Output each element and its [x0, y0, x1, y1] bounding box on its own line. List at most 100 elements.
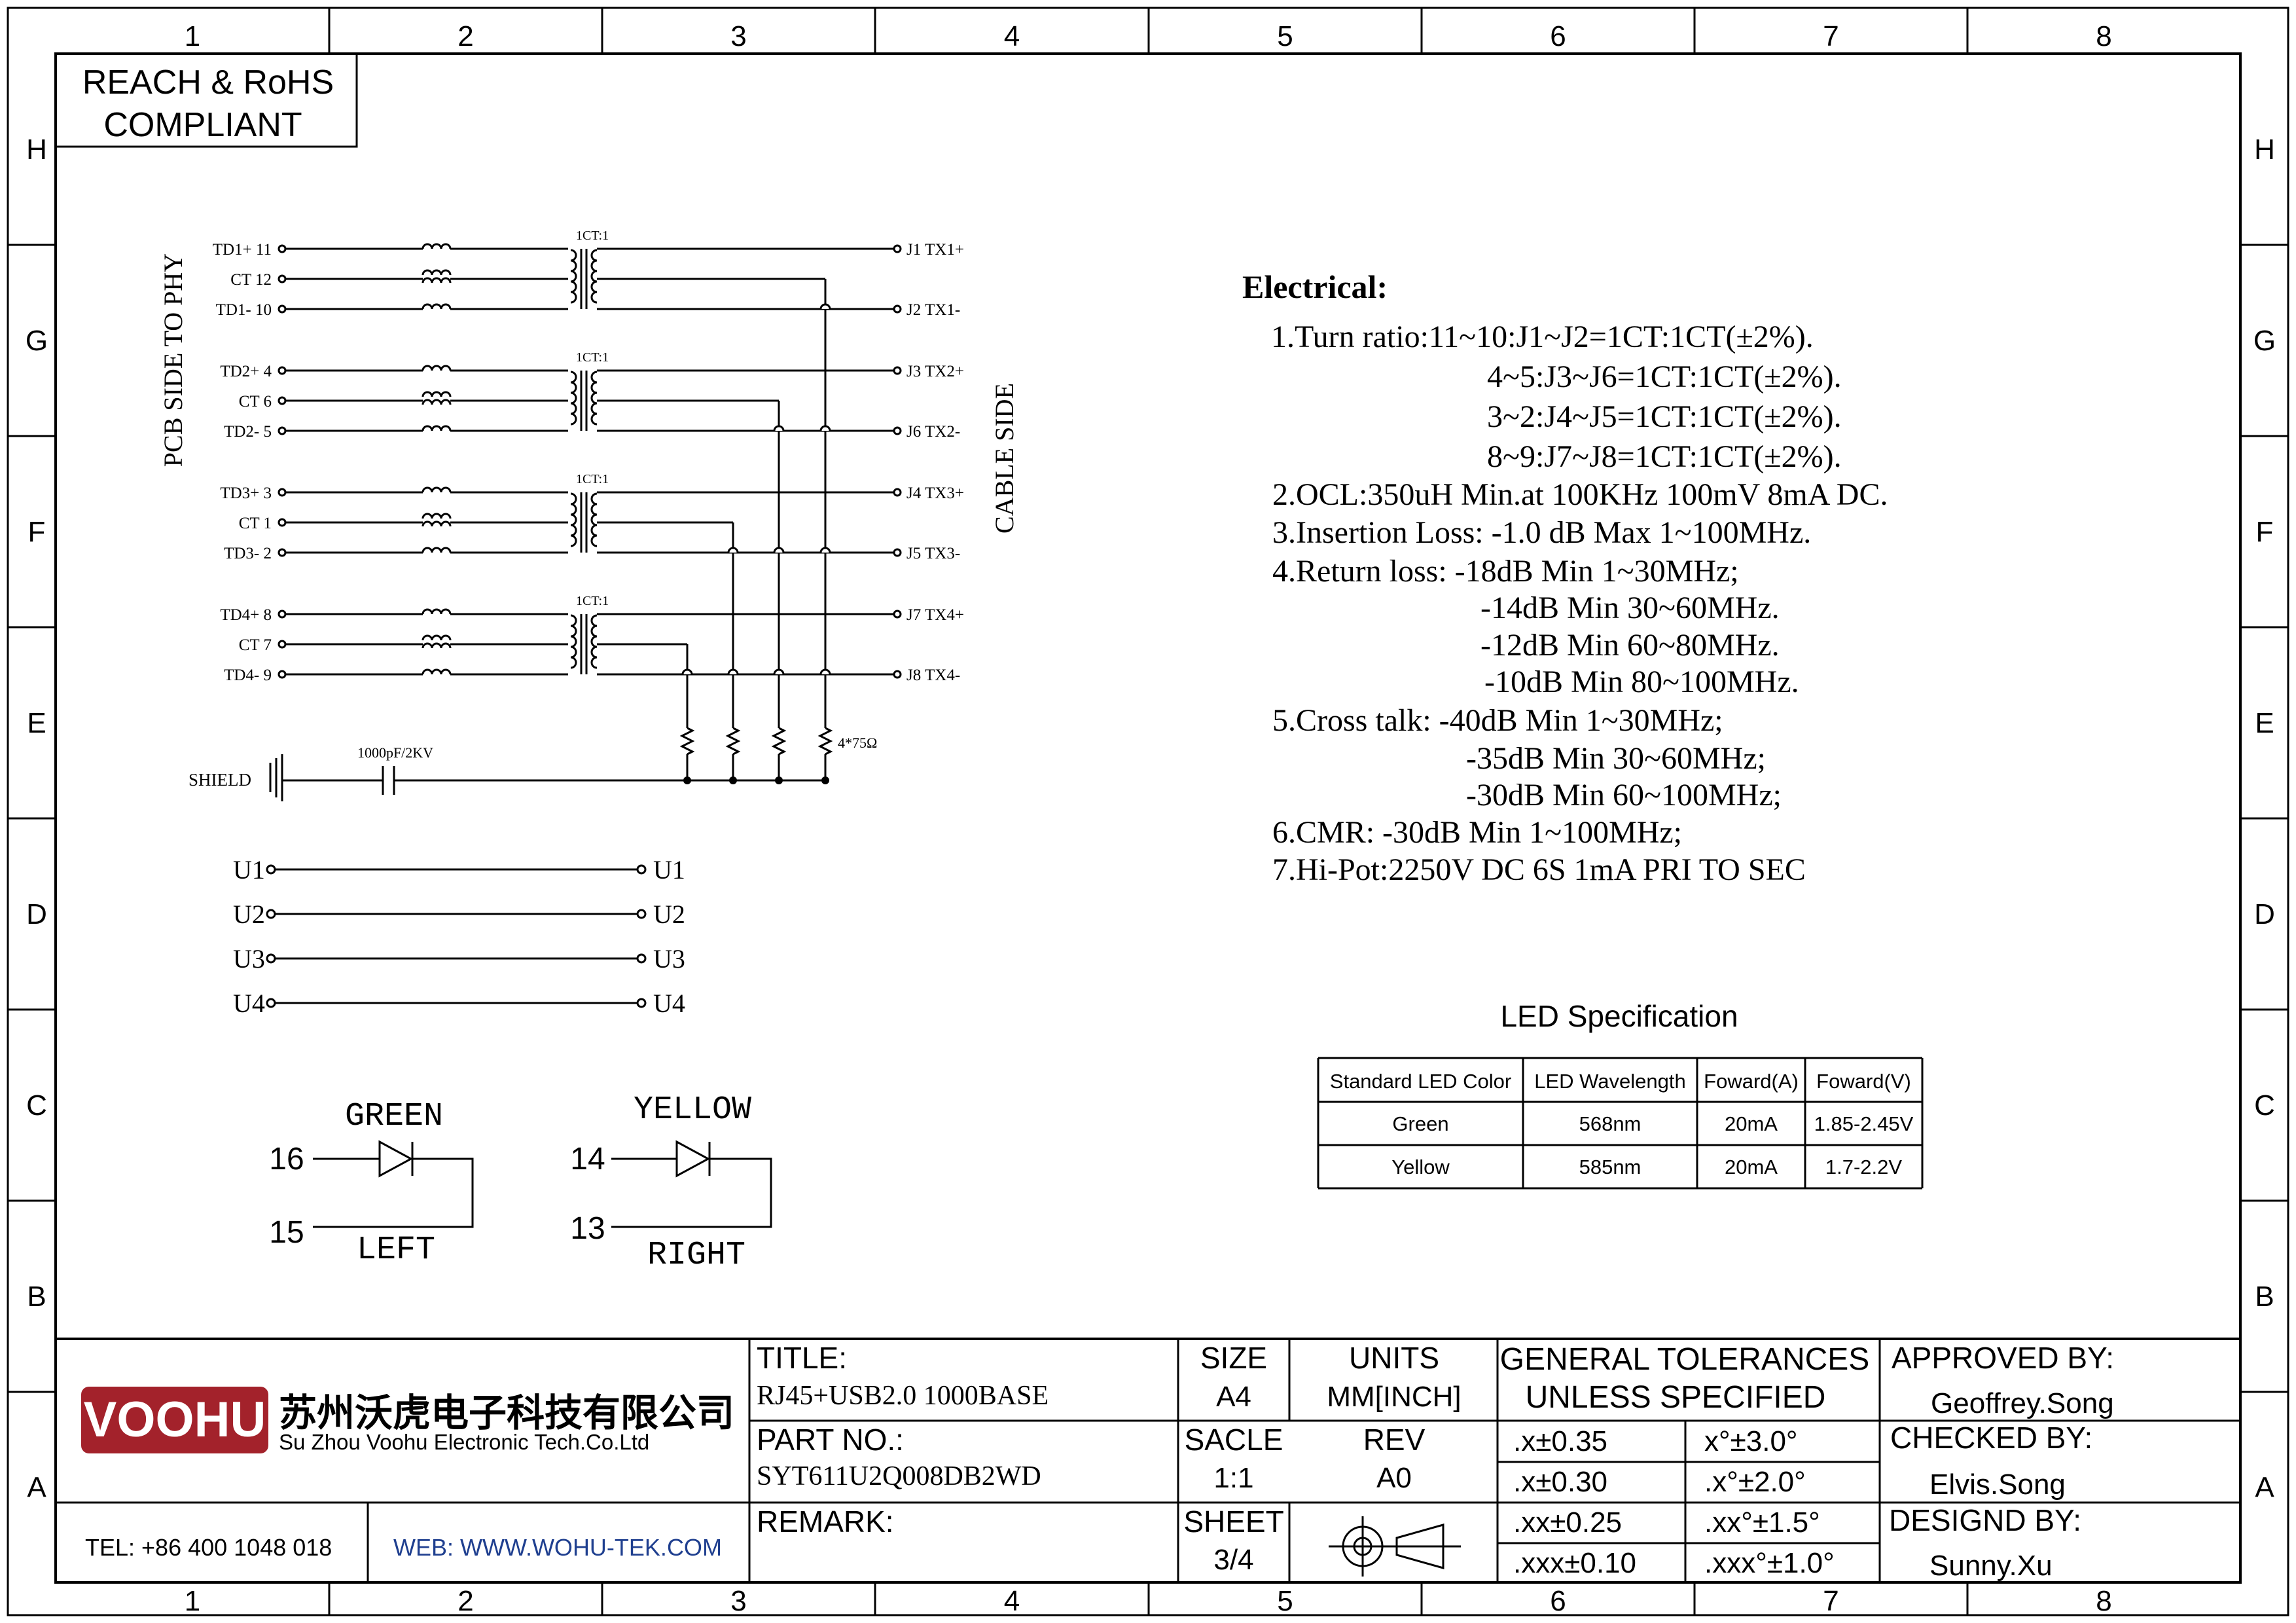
- choke-winding: [422, 391, 452, 397]
- shield-label: SHIELD: [188, 770, 251, 790]
- row-label-left: C: [26, 1089, 47, 1122]
- usb-terminal-icon: [636, 998, 647, 1008]
- transformer-winding: [590, 249, 598, 304]
- pin-label-left: TD1+ 11: [213, 241, 272, 259]
- pin-label-left: TD1- 10: [216, 301, 272, 319]
- led-yellow-side: RIGHT: [647, 1237, 745, 1274]
- choke-winding: [422, 520, 452, 527]
- tolerance-angular: x°±3.0°: [1704, 1425, 1798, 1457]
- units-value: MM[INCH]: [1327, 1381, 1461, 1413]
- transformer-winding: [590, 371, 598, 426]
- title-label: TITLE:: [757, 1341, 847, 1375]
- choke-winding: [422, 399, 452, 405]
- wire-crossover: [773, 668, 785, 675]
- column-zone-ticks: [328, 8, 1969, 1615]
- capacitor-icon: [282, 766, 825, 795]
- row-label-left: E: [27, 707, 46, 739]
- led-table-cell: Yellow: [1391, 1156, 1450, 1178]
- col-label-bottom: 6: [1550, 1585, 1566, 1617]
- col-label-top: 4: [1004, 20, 1020, 52]
- pin-label-left: TD4+ 8: [220, 606, 272, 624]
- row-label-left: D: [26, 898, 47, 930]
- rev-value: A0: [1376, 1462, 1412, 1494]
- tolerance-linear: .xxx±0.10: [1513, 1547, 1636, 1579]
- wire-crossover: [681, 668, 693, 675]
- usb-terminal-icon: [636, 953, 647, 964]
- led-table-header: LED Wavelength: [1534, 1070, 1685, 1093]
- projection-symbol-icon: [1329, 1516, 1461, 1577]
- usb-terminal-icon: [636, 909, 647, 919]
- electrical-line-7: 4.Return loss: -18dB Min 1~30MHz;: [1272, 554, 1739, 589]
- led-table-cell: Green: [1392, 1112, 1448, 1135]
- company-name-cn: 苏州沃虎电子科技有限公司: [279, 1392, 734, 1434]
- choke-winding: [422, 365, 452, 371]
- led-green: GREEN 16 15 LEFT: [269, 1098, 474, 1269]
- row-label-right: A: [2255, 1472, 2274, 1504]
- shield-ground-icon: [269, 754, 283, 801]
- pin-label-left: CT 7: [239, 636, 272, 654]
- pin-label-right: J4 TX3+: [906, 484, 964, 502]
- led-green-name: GREEN: [345, 1098, 443, 1135]
- checked-label: CHECKED BY:: [1890, 1421, 2092, 1455]
- pin-label-left: TD3- 2: [224, 545, 272, 562]
- usb-label-right: U1: [653, 855, 685, 884]
- company-logo: VOOHU: [81, 1387, 268, 1453]
- part-label: PART NO.:: [757, 1423, 904, 1457]
- choke-winding: [422, 608, 452, 615]
- col-label-bottom: 4: [1004, 1585, 1020, 1617]
- pin-label-left: TD2+ 4: [220, 363, 272, 380]
- wire-crossover: [819, 425, 831, 431]
- led-table-cell: 1.85-2.45V: [1814, 1112, 1914, 1135]
- electrical-line-11: 5.Cross talk: -40dB Min 1~30MHz;: [1272, 703, 1723, 738]
- electrical-specs: Electrical: 1.Turn ratio:11~10:J1~J2=1CT…: [1242, 268, 1888, 887]
- col-label-top: 8: [2096, 20, 2111, 52]
- usb-terminal-icon: [266, 998, 276, 1008]
- led-yellow: YELLOW 14 13 RIGHT: [570, 1091, 772, 1274]
- choke-winding: [422, 486, 452, 493]
- row-label-right: E: [2255, 707, 2274, 739]
- pin-terminal-icon: [893, 366, 902, 375]
- row-label-right: H: [2254, 134, 2275, 166]
- electrical-line-13: -30dB Min 60~100MHz;: [1466, 778, 1782, 812]
- row-label-left: G: [26, 325, 48, 357]
- logo-badge: [81, 1387, 268, 1453]
- col-label-top: 5: [1277, 20, 1293, 52]
- electrical-line-8: -14dB Min 30~60MHz.: [1480, 591, 1780, 625]
- electrical-line-4: 8~9:J7~J8=1CT:1CT(±2%).: [1487, 439, 1842, 474]
- led-table-cell: 1.7-2.2V: [1825, 1156, 1903, 1178]
- transformer-winding: [570, 371, 577, 426]
- usb-label-left: U2: [233, 900, 265, 929]
- sheet-label: SHEET: [1183, 1504, 1283, 1539]
- electrical-line-9: -12dB Min 60~80MHz.: [1480, 628, 1780, 663]
- wire-crossover: [727, 668, 739, 675]
- wire-crossover: [819, 303, 831, 310]
- transformer-ratio-label: 1CT:1: [576, 350, 609, 365]
- web: WEB: WWW.WOHU-TEK.COM: [393, 1534, 722, 1561]
- row-label-left: B: [27, 1281, 46, 1313]
- pin-terminal-icon: [278, 518, 287, 527]
- part-value: SYT611U2Q008DB2WD: [757, 1461, 1041, 1491]
- wire-crossover: [819, 547, 831, 553]
- led-yellow-pin-bottom: 13: [570, 1211, 605, 1246]
- tolerance-angular: .xxx°±1.0°: [1704, 1547, 1835, 1579]
- size-value: A4: [1216, 1381, 1251, 1413]
- capacitor-label: 1000pF/2KV: [357, 744, 433, 761]
- col-label-top: 7: [1823, 20, 1839, 52]
- pin-label-right: J7 TX4+: [906, 606, 964, 624]
- diode-green-icon: [313, 1140, 474, 1228]
- choke-winding: [422, 547, 452, 553]
- pin-terminal-icon: [278, 610, 287, 619]
- led-table-cell: 20mA: [1725, 1156, 1778, 1178]
- approved-label: APPROVED BY:: [1892, 1341, 2114, 1375]
- row-label-left: A: [27, 1472, 46, 1504]
- choke-winding: [422, 642, 452, 649]
